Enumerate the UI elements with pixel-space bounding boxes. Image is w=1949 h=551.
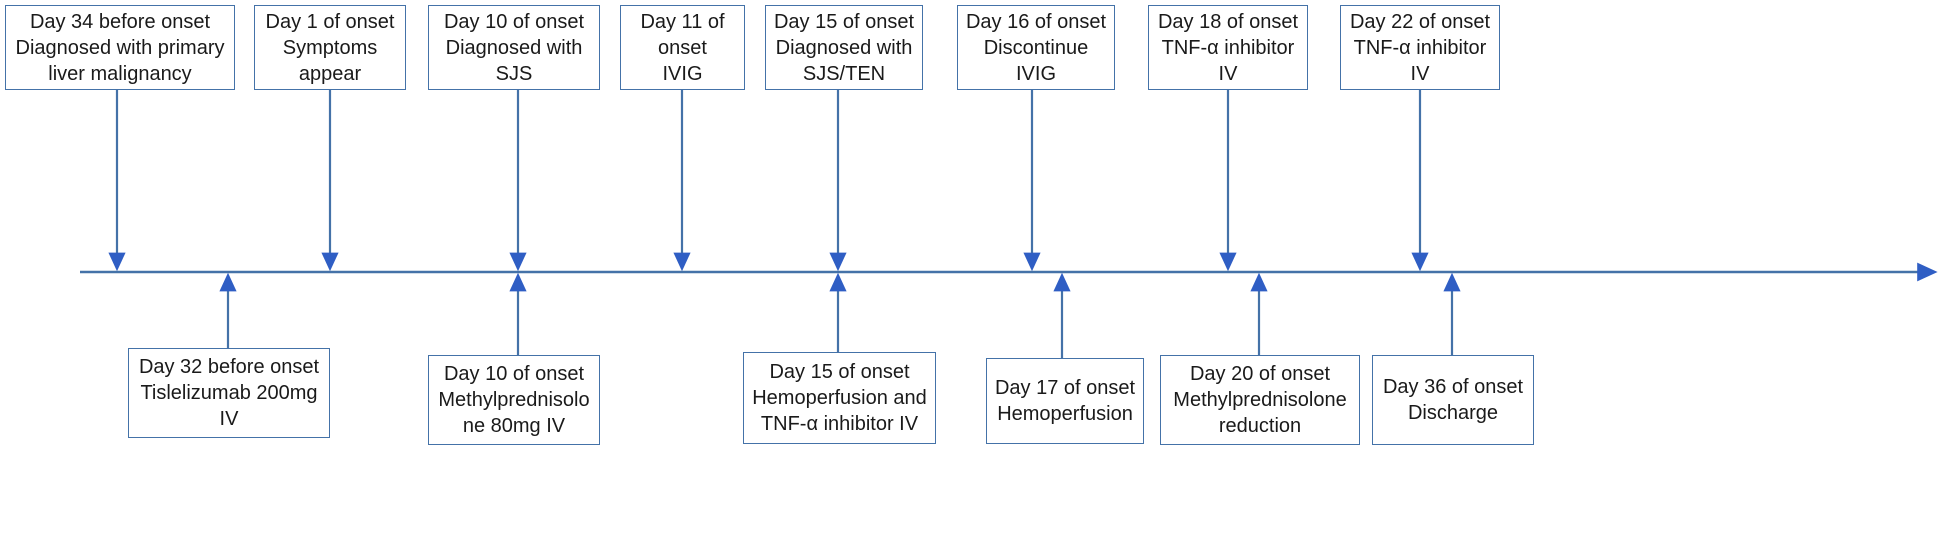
- event-text-line: Discontinue: [983, 36, 1089, 59]
- event-text-line: Day 16 of onset: [965, 10, 1107, 33]
- event-text-line: IV: [1218, 62, 1238, 85]
- connector-arrows: [108, 90, 1461, 358]
- event-text-line: Day 32 before onset: [138, 356, 320, 378]
- event-text-line: Discharge: [1407, 402, 1499, 424]
- event-text-line: Methylprednisolone: [1173, 389, 1347, 411]
- event-text-line: Diagnosed with primary: [15, 36, 225, 59]
- event-text-line: Day 20 of onset: [1189, 363, 1331, 385]
- event-text-line: reduction: [1218, 415, 1302, 437]
- event-text-line: Hemoperfusion and: [752, 387, 927, 409]
- event-text-line: SJS: [495, 62, 533, 85]
- event-text-line: TNF-α inhibitor IV: [760, 413, 919, 435]
- event-text-line: Day 15 of onset: [773, 10, 915, 33]
- event-text-line: appear: [298, 62, 362, 85]
- event-text-line: Day 34 before onset: [29, 10, 211, 33]
- event-text-line: TNF-α inhibitor: [1161, 36, 1295, 59]
- event-text-line: Day 18 of onset: [1157, 10, 1299, 33]
- event-text-line: Methylprednisolo: [438, 389, 590, 411]
- event-text-line: Day 17 of onset: [994, 377, 1136, 399]
- event-text-line: Day 22 of onset: [1349, 10, 1491, 33]
- event-text-line: Day 10 of onset: [443, 10, 585, 33]
- event-text-line: Day 15 of onset: [769, 361, 910, 383]
- event-text-line: TNF-α inhibitor: [1353, 36, 1487, 59]
- event-text-line: Diagnosed with: [775, 36, 913, 59]
- event-text-line: IV: [219, 408, 239, 430]
- event-text-line: IVIG: [662, 62, 703, 85]
- event-text-line: Tislelizumab 200mg: [140, 382, 318, 404]
- event-text-line: IV: [1410, 62, 1430, 85]
- event-text-line: liver malignancy: [48, 62, 192, 85]
- event-text-line: Day 11 of: [640, 10, 725, 33]
- event-text-line: Day 10 of onset: [443, 363, 585, 385]
- event-text-line: Day 1 of onset: [265, 10, 395, 33]
- event-text-line: Symptoms: [282, 36, 378, 59]
- event-text-line: SJS/TEN: [802, 62, 886, 85]
- event-text-line: ne 80mg IV: [462, 415, 566, 437]
- event-text-line: Hemoperfusion: [997, 403, 1133, 425]
- event-text-line: IVIG: [1015, 62, 1056, 85]
- event-text-line: onset: [658, 36, 707, 59]
- event-text-line: Day 36 of onset: [1382, 376, 1524, 398]
- event-text-line: Diagnosed with: [445, 36, 583, 59]
